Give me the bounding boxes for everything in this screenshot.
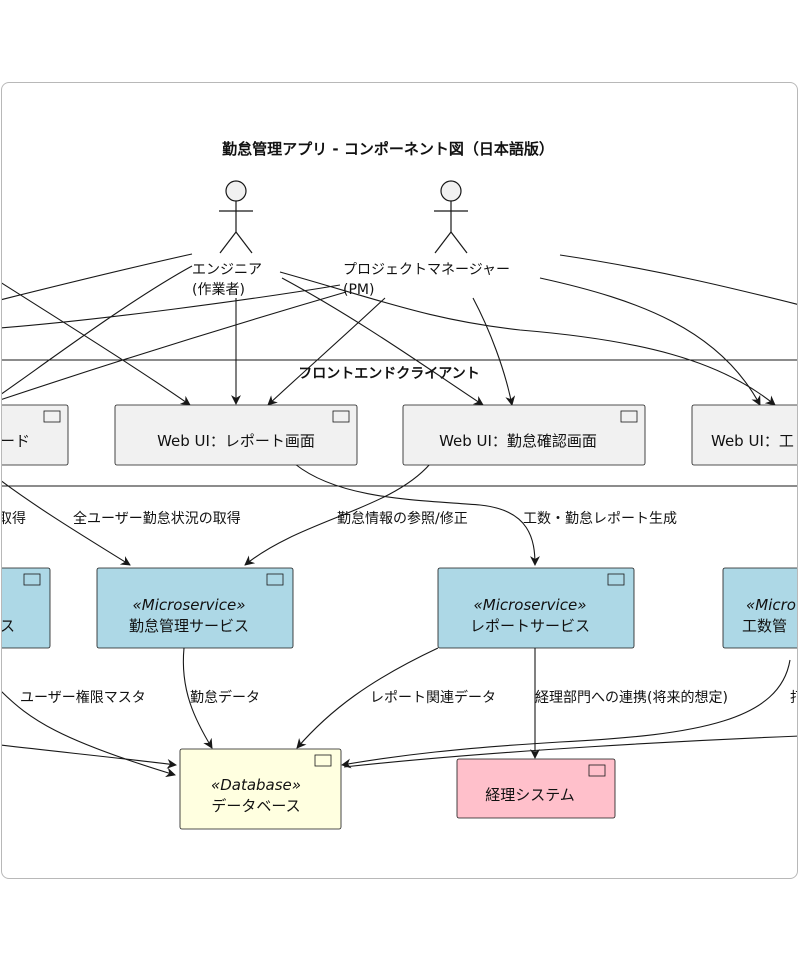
edge-label-report-generation: 工数・勤怠レポート生成 [523,511,677,527]
edge-left-attendance-service [2,480,131,566]
component-web-ui-right-partial: Web UI：工 [691,404,797,466]
component-workhours-service-partial: «Micro 工数管 [722,567,797,649]
actor-engineer-label-line2: (作業者) [192,282,245,298]
edge-attendance-service-database [182,647,213,749]
report-service-stereotype: «Microservice» [474,596,587,614]
attendance-service-stereotype: «Microservice» [133,596,246,614]
attendance-service-name: 勤怠管理サービス [129,617,249,635]
report-service-name: レポートサービス [470,617,590,635]
component-web-ui-report-label: Web UI：レポート画面 [157,432,315,450]
actor-pm [434,180,468,254]
component-database: «Database» データベース [179,748,342,830]
edge-pm-report-ui [267,297,386,406]
component-left-ui-partial: ード [0,404,69,466]
database-name: データベース [211,797,300,815]
edge-label-attendance-data: 勤怠データ [190,689,260,706]
edge-pm-left-2 [2,291,347,400]
edge-pm-left-1 [2,284,341,329]
edge-label-view-edit: 勤怠情報の参照/修正 [337,510,468,527]
edge-label-user-master: ユーザー権限マスタ [20,689,146,706]
actor-engineer-label-line1: エンジニア [192,262,262,278]
edge-pm-right-out [559,254,797,305]
diagram-title: 勤怠管理アプリ - コンポーネント図（日本語版） [222,140,554,158]
component-web-ui-attendance: Web UI：勤怠確認画面 [402,404,646,466]
edge-engineer-right-ui [279,271,776,406]
edge-label-all-users-status: 全ユーザー勤怠状況の取得 [73,510,241,527]
edge-label-right-partial: 打 [790,689,800,706]
edge-engineer-attendance-ui [281,277,484,406]
component-report-service: «Microservice» レポートサービス [437,567,635,649]
edge-label-acquire-partial: 取得 [0,510,26,527]
component-web-ui-right-label: Web UI：工 [711,432,794,450]
edge-workhours-service-database [341,659,791,769]
edge-left-database-1 [2,691,176,778]
actor-engineer [219,180,253,254]
accounting-system-label: 経理システム [485,786,575,804]
diagram-frame [1,82,798,879]
component-accounting-system: 経理システム [456,758,616,819]
actor-pm-label-line2: (PM) [343,282,374,298]
edge-label-accounting-link: 経理部門への連携(将来的想定) [535,690,728,706]
connectors [2,253,797,778]
actor-pm-label-line1: プロジェクトマネージャー [343,262,510,278]
edge-pm-right-ui [539,277,761,406]
component-left-ui-label: ード [0,432,30,450]
edge-pm-attendance-ui [472,297,516,406]
edge-report-ui-service [294,463,540,566]
edge-right-database [343,735,797,768]
database-stereotype: «Database» [211,776,301,794]
component-web-ui-attendance-label: Web UI：勤怠確認画面 [439,432,597,450]
component-left-service-partial: ス [0,567,51,649]
edge-left-database-2 [2,744,177,769]
edge-attendance-ui-service [244,463,431,566]
component-left-service-label: ス [0,617,15,635]
component-web-ui-report: Web UI：レポート画面 [114,404,358,466]
edge-report-service-database [296,647,439,749]
package-frontend-title: フロントエンドクライアント [298,366,479,382]
workhours-service-name: 工数管 [742,617,787,635]
edge-left-report-ui [2,282,191,406]
edge-label-report-data: レポート関連データ [370,689,496,706]
workhours-service-stereotype: «Micro [746,596,796,614]
edge-engineer-left-2 [2,265,193,395]
component-attendance-service: «Microservice» 勤怠管理サービス [96,567,294,649]
edge-engineer-left-1 [2,253,193,301]
